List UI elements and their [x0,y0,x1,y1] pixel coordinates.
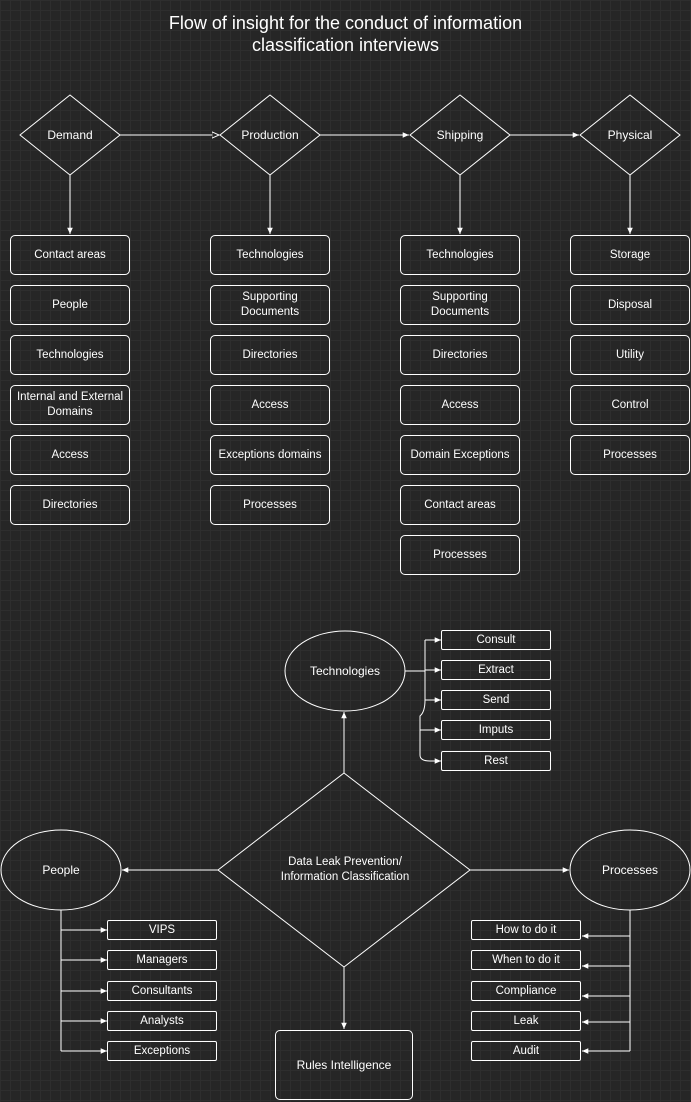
shipping-item-processes: Processes [400,535,520,575]
technologies-ellipse [284,630,406,712]
demand-item-directories: Directories [10,485,130,525]
production-item-directories: Directories [210,335,330,375]
demand-item-technologies: Technologies [10,335,130,375]
people-item-analysts: Analysts [107,1011,217,1031]
processes-item-audit: Audit [471,1041,581,1061]
physical-item-processes: Processes [570,435,690,475]
demand-item-contact-areas: Contact areas [10,235,130,275]
production-item-exceptions-domains: Exceptions domains [210,435,330,475]
physical-item-disposal: Disposal [570,285,690,325]
people-ellipse [0,829,122,911]
physical-item-storage: Storage [570,235,690,275]
demand-item-people: People [10,285,130,325]
people-item-consultants: Consultants [107,981,217,1001]
shipping-diamond [409,94,511,176]
technologies-item-extract: Extract [441,660,551,680]
production-item-supporting-documents: Supporting Documents [210,285,330,325]
people-item-vips: VIPS [107,920,217,940]
shipping-item-directories: Directories [400,335,520,375]
demand-item-access: Access [10,435,130,475]
people-item-managers: Managers [107,950,217,970]
shipping-item-domain-exceptions: Domain Exceptions [400,435,520,475]
shipping-item-access: Access [400,385,520,425]
shipping-item-supporting-documents: Supporting Documents [400,285,520,325]
technologies-item-rest: Rest [441,751,551,771]
processes-item-compliance: Compliance [471,981,581,1001]
physical-item-control: Control [570,385,690,425]
production-item-technologies: Technologies [210,235,330,275]
shipping-item-contact-areas: Contact areas [400,485,520,525]
technologies-item-consult: Consult [441,630,551,650]
demand-diamond [19,94,121,176]
demand-item-domains: Internal and External Domains [10,385,130,425]
production-item-processes: Processes [210,485,330,525]
dlp-center-diamond [217,772,471,968]
title-line-2: classification interviews [251,35,440,55]
processes-ellipse [569,829,691,911]
diagram-title: Flow of insight for the conduct of infor… [0,12,691,56]
technologies-item-send: Send [441,690,551,710]
shipping-item-technologies: Technologies [400,235,520,275]
people-item-exceptions: Exceptions [107,1041,217,1061]
technologies-item-imputs: Imputs [441,720,551,740]
processes-item-how-to-do-it: How to do it [471,920,581,940]
processes-item-leak: Leak [471,1011,581,1031]
processes-item-when-to-do-it: When to do it [471,950,581,970]
physical-diamond [579,94,681,176]
physical-item-utility: Utility [570,335,690,375]
title-line-1: Flow of insight for the conduct of infor… [168,13,523,33]
production-diamond [219,94,321,176]
production-item-access: Access [210,385,330,425]
rules-intelligence-box: Rules Intelligence [275,1030,413,1100]
